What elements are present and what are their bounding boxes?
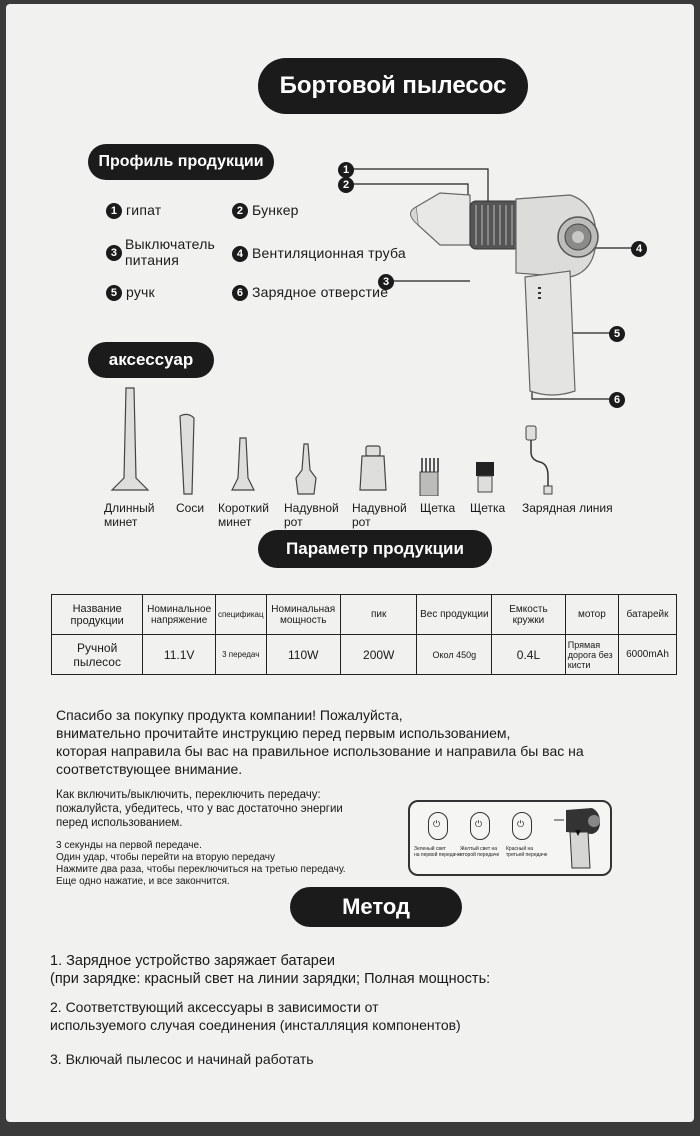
callout-5: 5 <box>609 325 629 343</box>
power-button-icon: ⏻ <box>428 812 448 840</box>
vacuum-small-icon <box>554 808 600 869</box>
table-header: мотор <box>564 594 620 635</box>
table-header: спецификац <box>214 594 267 635</box>
accessories-heading: аксессуар <box>88 342 214 378</box>
method-step-3: 3. Включай пылесос и начинай работать <box>50 1051 314 1067</box>
table-header: Емкость кружки <box>491 594 566 635</box>
table-cell: 200W <box>339 634 418 675</box>
params-heading: Параметр продукции <box>258 530 492 568</box>
power-button-icon: ⏻ <box>470 812 490 840</box>
table-cell: Окол 450g <box>416 634 493 675</box>
accessory-label-2: Соси <box>176 501 205 515</box>
table-cell: 110W <box>265 634 341 675</box>
spec-table: Название продукции Номинальное напряжени… <box>50 594 677 675</box>
callout-3: 3 <box>378 273 398 291</box>
table-cell: 0.4L <box>491 634 566 675</box>
page-title: Бортовой пылесос <box>258 58 528 114</box>
table-cell: 6000mAh <box>618 634 677 675</box>
power-button-icon: ⏻ <box>512 812 532 840</box>
method-step-1: 1. Зарядное устройство заряжает батареи … <box>50 953 491 987</box>
vacuum-illustration <box>348 168 632 400</box>
table-cell: 3 передач <box>214 634 267 675</box>
method-step-2: 2. Соответствующий аксессуары в зависимо… <box>50 999 461 1033</box>
table-header: пик <box>339 594 418 635</box>
profile-heading: Профиль продукции <box>88 144 274 180</box>
table-cell: Ручной пылесос <box>50 634 144 675</box>
table-header: батарейк <box>618 594 677 635</box>
switch-instructions: Как включить/выключить, переключить пере… <box>56 789 343 829</box>
method-heading: Метод <box>290 887 462 927</box>
callout-4: 4 <box>631 240 651 258</box>
table-header: Номинальная мощность <box>265 594 341 635</box>
switch-steps: 3 секунды на первой передаче. Один удар,… <box>56 840 346 887</box>
callout-2: 2 <box>338 176 358 194</box>
table-header: Номинальное напряжение <box>142 594 216 635</box>
accessory-label-6: Щетка <box>420 501 456 515</box>
table-header-row: Название продукции Номинальное напряжени… <box>50 594 677 635</box>
table-header: Название продукции <box>50 594 144 635</box>
intro-paragraph: Спасибо за покупку продукта компании! По… <box>56 707 584 777</box>
accessory-illustrations <box>110 387 553 496</box>
callout-6: 6 <box>609 391 629 409</box>
table-header: Вес продукции <box>416 594 493 635</box>
table-row: Ручной пылесос 11.1V 3 передач 110W 200W… <box>50 634 677 675</box>
callout-1: 1 <box>338 161 358 179</box>
accessory-label-7: Щетка <box>470 501 506 515</box>
accessory-label-8: Зарядная линия <box>522 501 613 515</box>
table-cell: 11.1V <box>142 634 216 675</box>
table-cell: Прямая дорога без кисти <box>564 634 620 675</box>
